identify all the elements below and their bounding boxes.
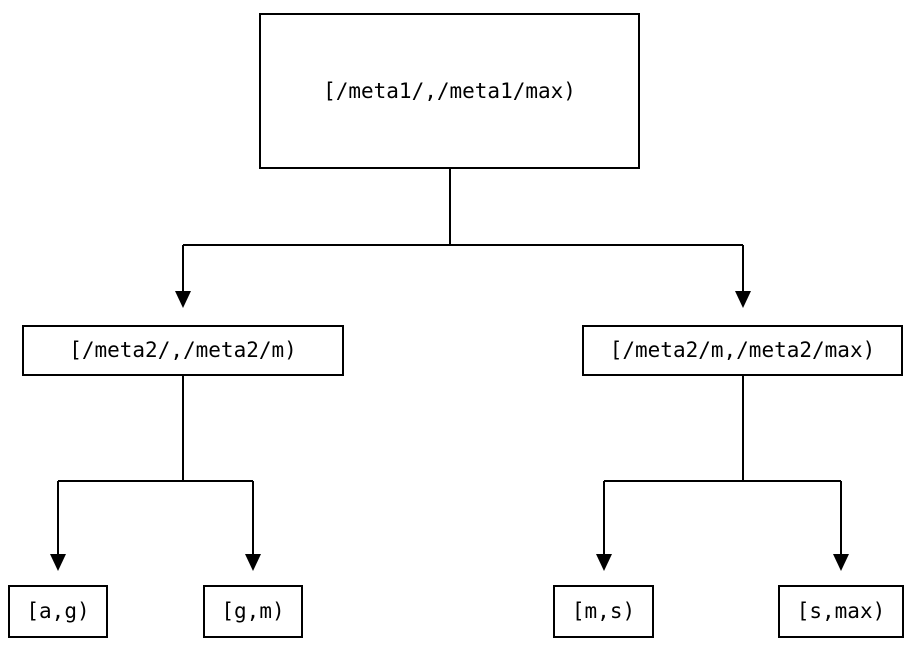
tree-leaf-smax-label: [s,max) (796, 599, 886, 623)
tree-leaf-ms-label: [m,s) (571, 599, 636, 623)
edge-left-children (50, 376, 261, 571)
tree-node-left: [/meta2/,/meta2/m) (22, 325, 344, 376)
tree-leaf-gm-label: [g,m) (221, 599, 285, 623)
tree-leaf-ag: [a,g) (8, 585, 108, 638)
tree-leaf-smax: [s,max) (778, 585, 904, 638)
tree-leaf-ag-label: [a,g) (26, 599, 90, 623)
arrow-down-icon (596, 554, 612, 571)
arrow-down-icon (50, 554, 66, 571)
tree-node-left-label: [/meta2/,/meta2/m) (69, 338, 297, 362)
arrow-down-icon (735, 291, 751, 308)
tree-node-right-label: [/meta2/m,/meta2/max) (609, 338, 876, 362)
tree-leaf-ms: [m,s) (553, 585, 654, 638)
arrow-down-icon (245, 554, 261, 571)
tree-node-root: [/meta1/,/meta1/max) (259, 13, 640, 169)
arrow-down-icon (175, 291, 191, 308)
arrow-down-icon (833, 554, 849, 571)
tree-node-right: [/meta2/m,/meta2/max) (582, 325, 903, 376)
edge-root-children (175, 169, 751, 308)
tree-node-root-label: [/meta1/,/meta1/max) (323, 78, 576, 103)
edge-right-children (596, 376, 849, 571)
tree-leaf-gm: [g,m) (203, 585, 303, 638)
